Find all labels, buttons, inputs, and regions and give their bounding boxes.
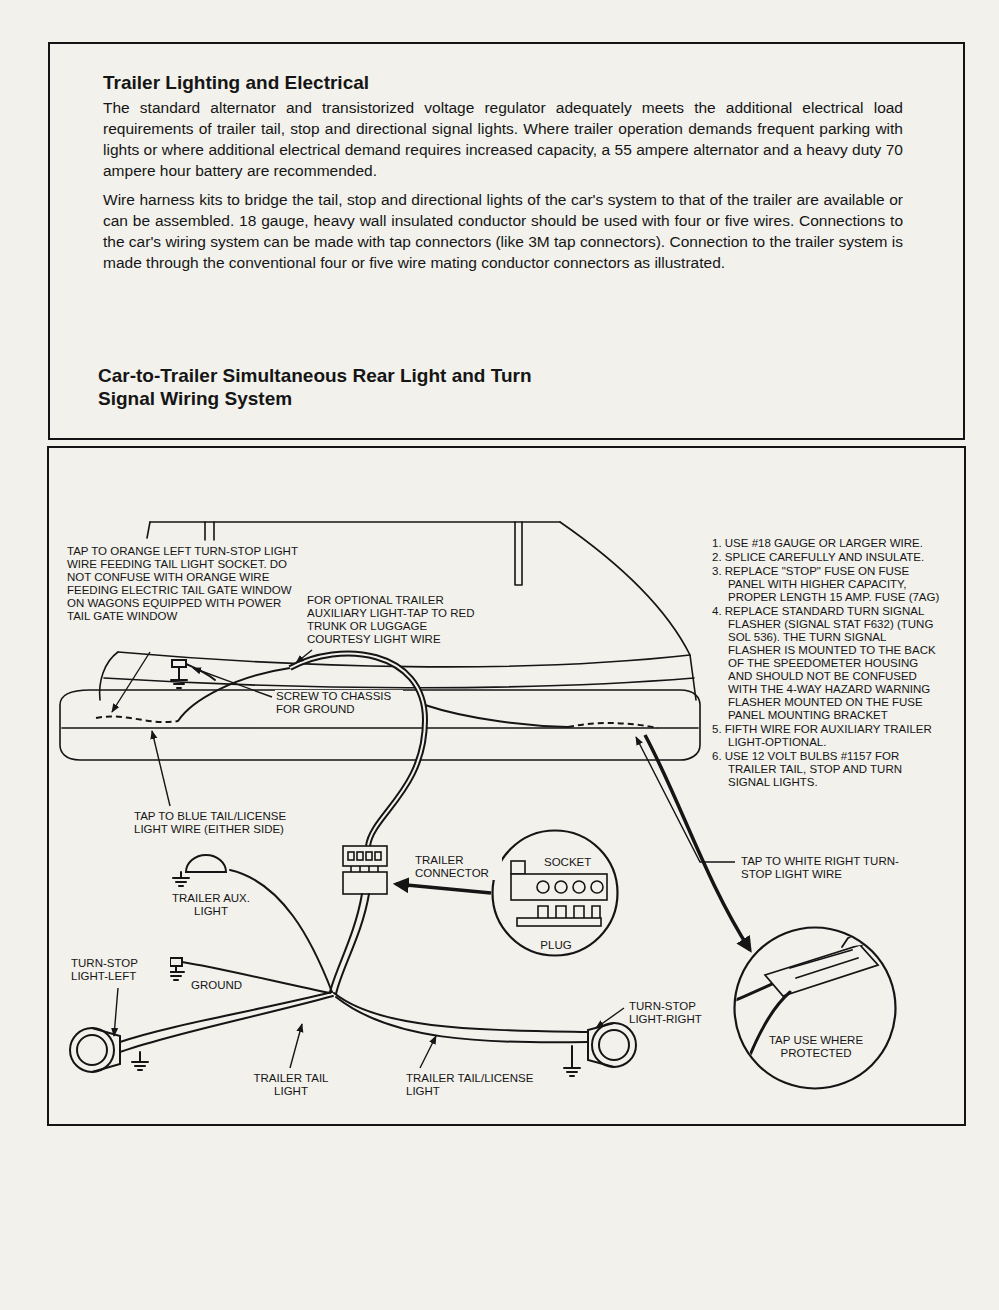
- ground-symbol: [132, 1052, 148, 1070]
- numbered-note: 2. SPLICE CAREFULLY AND INSULATE.: [712, 551, 940, 564]
- part-label: TURN-STOP LIGHT-LEFT: [70, 957, 170, 983]
- illustration-frame: [48, 447, 965, 1125]
- callout-note: FOR OPTIONAL TRAILER AUXILIARY LIGHT-TAP…: [306, 594, 480, 646]
- tap-wire: [425, 705, 568, 727]
- trailer-cable: [336, 894, 369, 994]
- socket-tab: [511, 861, 525, 874]
- ground-symbol: [168, 966, 184, 980]
- callout-note: TAP TO ORANGE LEFT TURN-STOP LIGHT WIRE …: [66, 545, 300, 623]
- socket-hole: [573, 881, 585, 893]
- left-lamp: [70, 1028, 114, 1072]
- numbered-note: 6. USE 12 VOLT BULBS #1157 FOR TRAILER T…: [712, 750, 940, 789]
- rear-window-edge: [150, 521, 560, 523]
- tap-connector: [765, 945, 878, 996]
- inset-circle-outline: [491, 829, 619, 957]
- tap-connector-inset: TAP USE WHERE PROTECTED: [733, 926, 897, 1090]
- socket-pin: [348, 852, 354, 860]
- right-lamp-lens: [599, 1030, 629, 1060]
- leader-line: [112, 652, 150, 712]
- ground-wire: [186, 664, 215, 680]
- paragraph: Wire harness kits to bridge the tail, st…: [103, 189, 903, 273]
- pointer-arrow: [396, 884, 491, 893]
- socket-hole: [537, 881, 549, 893]
- ground-symbol: [173, 872, 189, 886]
- plug-pins: [351, 866, 378, 872]
- leader-line: [296, 650, 312, 663]
- ground-symbol: [171, 667, 187, 688]
- plug-pins: [538, 906, 600, 918]
- socket-body: [511, 874, 607, 900]
- leader-line: [152, 731, 170, 806]
- part-label: TURN-STOP LIGHT-RIGHT: [628, 1000, 726, 1026]
- socket-plug-inset: SOCKET PLUG: [491, 829, 619, 957]
- socket-hole: [555, 881, 567, 893]
- inset-label: TAP USE WHERE PROTECTED: [765, 1034, 867, 1060]
- hidden-left-wire: [96, 716, 178, 722]
- numbered-note: 1. USE #18 GAUGE OR LARGER WIRE.: [712, 537, 940, 550]
- bumper-line: [62, 727, 698, 729]
- notes-list: 1. USE #18 GAUGE OR LARGER WIRE.2. SPLIC…: [712, 537, 940, 790]
- callout-note: TAP TO BLUE TAIL/LICENSE LIGHT WIRE (EIT…: [133, 810, 313, 836]
- tailgate-top: [118, 652, 690, 667]
- trailer-wire: [120, 996, 333, 1052]
- inset-circle: [735, 928, 896, 1089]
- socket-hole: [591, 881, 603, 893]
- ring-terminal: [172, 660, 186, 667]
- socket-pin: [375, 852, 381, 860]
- numbered-note: 4. REPLACE STANDARD TURN SIGNAL FLASHER …: [712, 605, 940, 722]
- leader-line: [596, 1008, 624, 1028]
- trailer-cable: [330, 894, 362, 992]
- panel-body: Trailer Lighting and ElectricalThe stand…: [50, 44, 963, 273]
- plug-body: [517, 918, 601, 926]
- hidden-right-wire: [568, 723, 658, 728]
- part-label: GROUND: [190, 979, 262, 992]
- text-panel: Trailer Lighting and ElectricalThe stand…: [48, 42, 965, 440]
- socket-pin: [366, 852, 372, 860]
- tailgate-molding: [104, 678, 694, 688]
- window-post: [147, 522, 214, 540]
- connector-plug: [343, 872, 387, 894]
- trailer-wire: [334, 993, 588, 1032]
- part-label: TRAILER TAIL/LICENSE LIGHT: [405, 1072, 557, 1098]
- callout-note: SCREW TO CHASSIS FOR GROUND: [275, 690, 403, 716]
- car-left-side: [100, 652, 118, 700]
- tap-detail: [790, 950, 858, 978]
- left-lamp-lens: [77, 1035, 107, 1065]
- car-right-side: [560, 522, 696, 700]
- left-lamp-body: [92, 1028, 120, 1072]
- numbered-note: 5. FIFTH WIRE FOR AUXILIARY TRAILER LIGH…: [712, 723, 940, 749]
- callout-note: TAP TO WHITE RIGHT TURN-STOP LIGHT WIRE: [740, 855, 907, 881]
- inset-label: SOCKET: [543, 856, 605, 869]
- ground-terminal: [170, 958, 182, 966]
- numbered-note: 3. REPLACE "STOP" FUSE ON FUSE PANEL WIT…: [712, 565, 940, 604]
- panel-title: Trailer Lighting and Electrical: [103, 71, 903, 95]
- section-heading: Car-to-Trailer Simultaneous Rear Light a…: [98, 364, 558, 410]
- inset-label: PLUG: [527, 939, 585, 952]
- ground-symbol: [564, 1046, 580, 1076]
- tap-wire: [178, 668, 290, 721]
- trailer-wire: [120, 992, 332, 1042]
- leader-line: [114, 988, 118, 1036]
- right-lamp-body: [588, 1023, 614, 1067]
- socket-pin: [357, 852, 363, 860]
- connector-socket: [343, 846, 387, 866]
- window-rod: [515, 522, 522, 585]
- part-label: TRAILER AUX. LIGHT: [155, 892, 267, 918]
- right-lamp: [592, 1023, 636, 1067]
- part-label: TRAILER CONNECTOR: [414, 854, 502, 880]
- leader-line: [420, 1036, 436, 1068]
- inset-circle: [493, 831, 618, 956]
- run-wire: [736, 928, 900, 1000]
- aux-light: [186, 855, 226, 872]
- inset-circle-outline: [733, 926, 897, 1090]
- paragraph: The standard alternator and transistoriz…: [103, 97, 903, 181]
- leader-line: [193, 668, 272, 697]
- ground-wire: [182, 962, 330, 993]
- part-label: TRAILER TAIL LIGHT: [250, 1072, 332, 1098]
- leader-line: [290, 1024, 302, 1068]
- trailer-wire: [336, 997, 588, 1042]
